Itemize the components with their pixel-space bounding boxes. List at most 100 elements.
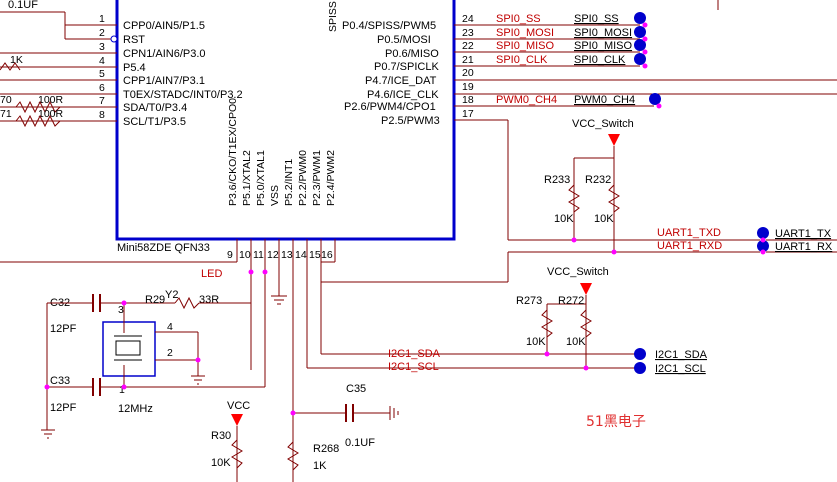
pin-number-8: 8 [99,109,105,121]
right-pins: P0.4/SPISS/PWM5 24 SPI0_SS SPI0_SS P0.5/… [342,13,837,127]
vcc-arrow-icon [231,414,243,426]
r29-value: 33R [199,294,219,306]
pin-number-20: 20 [462,67,474,79]
pin-label-5: CPP1/AIN7/P3.1 [123,75,205,87]
y2-pin-4: 4 [167,321,173,333]
y2-value: 12MHz [118,403,153,415]
port-label-spi0-ss: SPI0_SS [574,13,619,25]
r233-value: 10K [554,213,574,225]
pin-label-8: SCL/T1/P3.5 [123,116,186,128]
chip-top-label: SPISS [327,1,339,32]
pin-number-17: 17 [462,108,474,120]
y2-pin-3: 3 [118,304,124,316]
vcc-label: VCC [227,400,250,412]
pin-number-13: 13 [281,249,293,261]
pin-label-7: SDA/T0/P3.4 [123,102,187,114]
port-label-spi0-mosi: SPI0_MOSI [574,27,632,39]
vcc-switch-label-lower: VCC_Switch [547,266,609,278]
r273-value: 10K [526,336,546,348]
port-pwm0-ch4-icon [649,93,661,105]
vcc-switch-arrow-lower-icon [580,283,592,295]
pin-label-1: CPP0/AIN5/P1.5 [123,20,205,32]
port-label-uart1-rx: UART1_RX [775,241,833,253]
watermark-text: 51黑电子 [586,414,646,430]
mcu-chip-name: Mini58ZDE QFN33 [117,242,210,254]
pin-label-21: P0.7/SPICLK [374,61,439,73]
net-spi0-clk: SPI0_CLK [496,54,548,66]
c35-r268: C35 0.1UF R268 1K [287,383,399,472]
pin-label-4: P5.4 [123,62,146,74]
pin-label-20: P4.7/ICE_DAT [365,75,437,87]
pin-label-19: P4.6/ICE_CLK [367,89,439,101]
pin-number-14: 14 [295,249,307,261]
pin-label-23: P0.5/MOSI [377,34,431,46]
net-i2c1-sda: I2C1_SDA [388,348,441,360]
y2-ref: Y2 [165,289,178,301]
y2-pin-1: 1 [119,384,125,396]
pin-number-6: 6 [99,82,105,94]
pin-label-22: P0.6/MISO [385,48,439,60]
port-uart1-rx-icon [757,240,769,252]
pin-label-11: P5.1/XTAL2 [241,150,253,206]
port-spi0-miso-icon [634,39,646,51]
cap-top-value: 0.1UF [8,0,38,11]
r-100r-a-value: 100R [38,94,64,106]
pin-number-4: 4 [99,55,105,67]
pin-number-19: 19 [462,81,474,93]
vcc-switch-arrow-upper-icon [608,134,620,146]
pin-label-12: P5.0/XTAL1 [255,150,267,206]
left-pins: 1 CPP0/AIN5/P1.5 2 RST 3 CPN1/AIN6/P3.0 … [0,11,243,128]
port-label-i2c1-sda: I2C1_SDA [655,349,708,361]
pin-number-9: 9 [227,249,233,261]
net-pwm0-ch4: PWM0_CH4 [496,94,557,106]
pin-label-6: T0EX/STADC/INT0/P3.2 [123,89,243,101]
pin-number-18: 18 [462,94,474,106]
rst-inverter-bubble [110,35,118,43]
c35-ref: C35 [346,383,366,395]
r233-ref: R233 [544,174,570,186]
r268-ref: R268 [313,443,339,455]
r-1k-left-value: 1K [10,54,23,66]
pin-number-7: 7 [99,95,105,107]
net-spi0-miso: SPI0_MISO [496,40,555,52]
port-label-spi0-miso: SPI0_MISO [574,40,633,52]
pin-label-16: P2.3/PWM1 [311,150,323,206]
y2-pin-2: 2 [167,347,173,359]
net-led: LED [201,268,222,280]
port-label-pwm0-ch4: PWM0_CH4 [574,94,635,106]
bottom-pins: P3.6/CKO/T1EX/CPO0 P5.1/XTAL2 P5.0/XTAL1… [0,98,508,482]
net-spi0-ss: SPI0_SS [496,13,541,25]
pin-number-2: 2 [99,27,105,39]
c33-value: 12PF [50,402,77,414]
port-i2c1-sda-icon [634,348,646,360]
pin-number-15: 15 [309,249,321,261]
port-label-i2c1-scl: I2C1_SCL [655,363,706,375]
r272-value: 10K [566,336,586,348]
pin-number-1: 1 [99,13,105,25]
port-spi0-clk-icon [634,53,646,65]
c32-value: 12PF [50,323,77,335]
pin-number-11: 11 [253,249,264,261]
pullup-uart: VCC_Switch R233 R232 10K 10K UART1_TXD U… [507,118,837,282]
r273-ref: R273 [516,295,542,307]
r268-value: 1K [313,460,327,472]
pin-number-5: 5 [99,68,105,80]
c33-ref: C33 [50,375,70,387]
pin-number-24: 24 [462,13,474,25]
pin-label-17: P2.5/PWM3 [381,115,440,127]
port-label-uart1-tx: UART1_TX [775,228,832,240]
pin-label-24: P0.4/SPISS/PWM5 [342,20,436,32]
net-spi0-mosi: SPI0_MOSI [496,27,554,39]
crystal-section: C32 12PF R29 Y2 33R C33 12PF [41,289,265,439]
net-uart1-rxd: UART1_RXD [657,240,722,252]
vcc-switch-label-upper: VCC_Switch [572,118,634,130]
pin-label-14: P5.2/INT1 [283,159,295,206]
r29-ref: R29 [145,294,165,306]
port-label-spi0-clk: SPI0_CLK [574,54,626,66]
net-uart1-txd: UART1_TXD [657,227,721,239]
pin-number-10: 10 [239,249,251,261]
port-spi0-ss-icon [634,12,646,24]
pin-number-22: 22 [462,40,474,52]
r-100r-a-ref: 70 [0,94,12,106]
